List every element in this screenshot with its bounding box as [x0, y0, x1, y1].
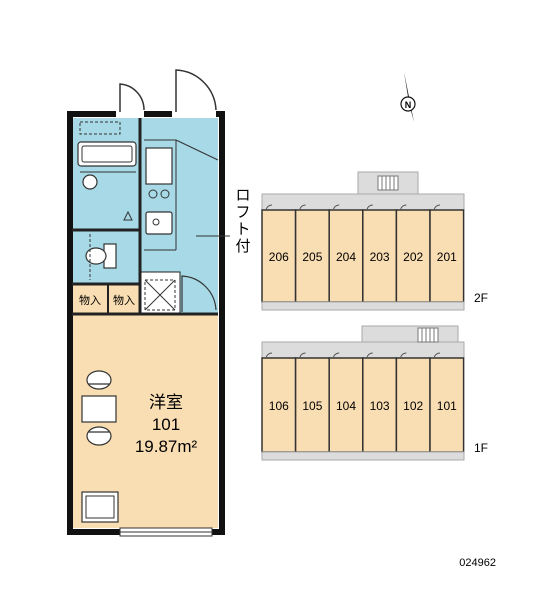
unit-floor-plan [67, 69, 230, 537]
unit-door-icon [332, 352, 340, 359]
storage-closet-left [72, 284, 108, 314]
unit-label: 105 [302, 399, 322, 413]
unit-door-icon [366, 204, 373, 211]
unit-door-icon [299, 352, 306, 359]
unit-label: 102 [403, 399, 423, 413]
unit-label: 202 [403, 250, 423, 264]
unit-door-icon [299, 204, 306, 211]
floor-label-2f: 2F [474, 291, 488, 305]
building-2f: 206 205 204 203 202 201 [261, 171, 465, 311]
unit-label: 101 [437, 399, 457, 413]
unit-label: 204 [336, 250, 356, 264]
property-code: 024962 [459, 557, 496, 569]
unit-label: 201 [437, 250, 457, 264]
shelf-icon [123, 210, 133, 221]
unit-label: 203 [370, 250, 390, 264]
balcony-door-opening [116, 108, 144, 118]
chair-icon [86, 426, 112, 446]
washbasin-icon [82, 174, 98, 190]
bath-area [72, 118, 140, 230]
storage-label-left: 物入 [79, 293, 101, 307]
unit-door-icon [265, 352, 273, 359]
unit-door-icon [265, 204, 273, 211]
building-2f-corridor [261, 193, 465, 211]
entrance-opening [172, 108, 216, 118]
unit-label: 206 [269, 250, 289, 264]
loft-note-label: ロフト付 [235, 187, 250, 255]
unit-door-icon [433, 352, 441, 359]
room-type-label: 洋室 [149, 393, 183, 412]
compass-label: N [405, 100, 412, 110]
loft-note-char: フ [235, 204, 250, 221]
room-area-label: 19.87m² [135, 437, 198, 456]
storage-label-right: 物入 [113, 293, 135, 307]
loft-note-char: 付 [235, 238, 250, 255]
table-icon [81, 395, 117, 423]
entry-door-swing [181, 275, 217, 312]
storage-closet-right [108, 284, 140, 314]
unit-door-icon [399, 204, 407, 211]
compass: N [400, 72, 416, 122]
unit-201 [429, 209, 465, 303]
chair-icon [86, 370, 112, 390]
desk-icon [81, 491, 119, 523]
building-1f: 106 105 104 103 102 101 [261, 325, 465, 461]
loft-note-char: ロ [235, 187, 250, 204]
unit-101 [429, 357, 465, 453]
bathtub-icon [77, 141, 137, 167]
unit-door-icon [433, 204, 441, 211]
building-1f-corridor [261, 341, 465, 359]
stove-burner-icon [148, 189, 158, 199]
unit-label: 103 [370, 399, 390, 413]
floor-label-1f: 1F [474, 441, 488, 455]
unit-205 [294, 209, 330, 303]
stairs-icon [417, 327, 439, 343]
unit-label: 106 [269, 399, 289, 413]
unit-104 [328, 357, 364, 453]
small-door-swing [119, 83, 145, 112]
unit-label: 205 [302, 250, 322, 264]
loft-ladder-line [175, 139, 219, 161]
unit-door-icon [332, 204, 340, 211]
entrance-door-swing [175, 69, 217, 112]
unit-door-icon [366, 352, 373, 359]
unit-door-icon [399, 352, 407, 359]
room-number-label: 101 [152, 415, 180, 434]
stairs-icon [377, 175, 399, 191]
loft-note-char: ト [235, 221, 250, 238]
vent-box [79, 121, 121, 135]
toilet-bowl-icon [85, 247, 107, 265]
unit-204 [328, 209, 364, 303]
compass-circle [400, 96, 416, 112]
unit-label: 104 [336, 399, 356, 413]
stove-burner-icon [160, 189, 170, 199]
cabinet-icon [145, 147, 173, 185]
